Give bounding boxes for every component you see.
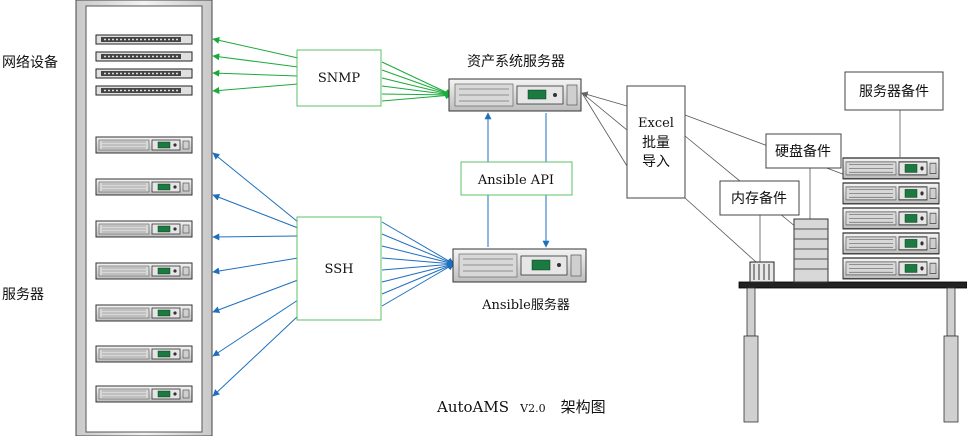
switch-3: [95, 68, 193, 79]
server-rack: [75, 0, 213, 436]
disk-stack-icon: [793, 218, 829, 283]
switch-2: [95, 51, 193, 62]
disk-spares-box: 硬盘备件: [765, 133, 842, 169]
spare-server-5: [842, 257, 940, 280]
title-name: AutoAMS: [436, 398, 509, 416]
spare-server-2: [842, 182, 940, 205]
excel-import-line-2: 批量: [642, 135, 670, 151]
memory-spares-box: 内存备件: [719, 180, 800, 216]
spare-server-1: [842, 157, 940, 180]
servers-label: 服务器: [2, 287, 44, 303]
server-spare-stack: [842, 157, 940, 280]
rack-server-4: [95, 262, 193, 280]
asset-system-server: [448, 78, 582, 112]
spare-server-3: [842, 207, 940, 230]
ssh-box: SSH: [296, 216, 382, 321]
snmp-box: SNMP: [296, 49, 382, 107]
rack-server-6: [95, 345, 193, 363]
excel-import-line-3: 导入: [642, 154, 670, 170]
spare-parts-table: [738, 281, 967, 423]
spare-server-4: [842, 232, 940, 255]
rack-server-5: [95, 304, 193, 322]
ansible-server-label: Ansible服务器: [481, 297, 570, 313]
ssh-label: SSH: [325, 262, 354, 277]
memory-module-icon: [749, 261, 775, 283]
asset-server-label: 资产系统服务器: [467, 54, 565, 70]
ansible-api-box: Ansible API: [460, 161, 573, 196]
server-spares-label: 服务器备件: [859, 83, 929, 100]
snmp-links: [212, 36, 453, 102]
memory-spares-label: 内存备件: [731, 190, 787, 207]
switch-4: [95, 85, 193, 96]
title-version: V2.0: [519, 402, 545, 415]
ansible-server: [452, 248, 587, 283]
ssh-links: [212, 152, 455, 397]
rack-server-3: [95, 220, 193, 238]
excel-import-box: Excel 批量 导入: [626, 85, 686, 199]
diagram-title: AutoAMS V2.0 架构图: [436, 397, 606, 416]
rack-server-2: [95, 178, 193, 196]
title-suffix: 架构图: [561, 398, 606, 416]
snmp-label: SNMP: [318, 71, 361, 86]
network-devices-label: 网络设备: [2, 54, 58, 71]
rack-server-7: [95, 385, 193, 403]
switch-1: [95, 34, 193, 45]
server-spares-box: 服务器备件: [844, 71, 944, 111]
disk-spares-label: 硬盘备件: [775, 143, 831, 160]
excel-import-line-1: Excel: [638, 116, 674, 131]
rack-server-1: [95, 136, 193, 154]
ansible-api-label: Ansible API: [477, 173, 554, 188]
